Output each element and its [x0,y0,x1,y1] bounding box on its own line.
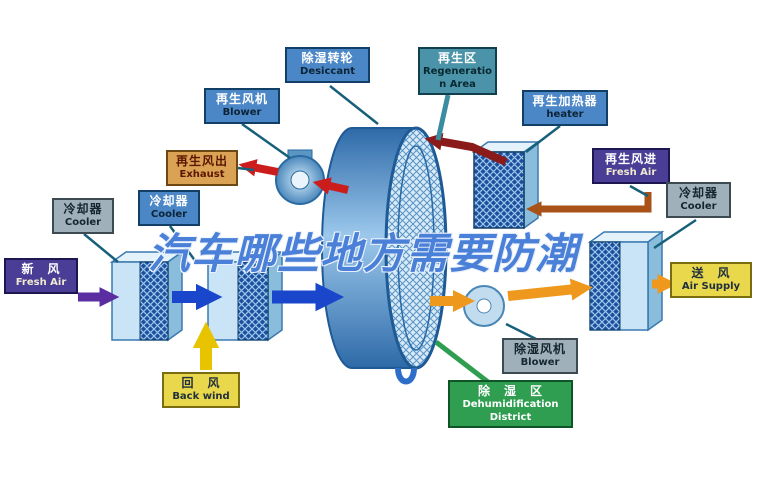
connector-regen-blower [241,122,291,160]
connector-cooler-mid [168,225,198,263]
connector-cooler-left [83,233,119,263]
u-pipe-icon [395,367,417,385]
arrow-regen-intake [526,192,652,217]
connector-heater [525,125,561,153]
label-regen-exhaust-en: Exhaust [179,169,225,180]
air-handler-box-left-1 [109,250,185,342]
label-fresh-air-in-en: Fresh Air [15,277,67,288]
label-desiccant-wheel-zh: 除湿转轮 [301,51,354,65]
label-regen-blower-zh: 再生风机 [215,92,268,106]
dehumid-blower-fan-icon [463,285,505,327]
connector-regeneration [435,94,451,141]
arrow-heater-to-wheel [424,133,508,166]
label-cooler-left: 冷却器 Cooler [52,198,114,234]
label-back-wind: 回 风 Back wind [162,372,240,408]
label-dehumid-blower-en: Blower [520,357,560,368]
arrow-regen-to-blower [312,177,349,195]
air-handler-box-right [587,230,665,332]
label-regen-fresh-air-en: Fresh Air [605,167,657,178]
regen-blower-fan-icon [275,149,325,205]
label-air-supply: 送 风 Air Supply [670,262,752,298]
label-regen-heater: 再生加热器 heater [522,90,608,126]
label-back-wind-zh: 回 风 [181,376,221,390]
arrow-dry-air-2 [507,278,593,301]
label-regen-blower-en: Blower [222,107,262,118]
label-dehumid-district-zh: 除 湿 区 [477,384,543,398]
label-cooler-mid-zh: 冷却器 [149,194,189,208]
label-regen-fresh-air: 再生风进 Fresh Air [592,148,670,184]
label-dehumid-blower: 除湿风机 Blower [502,338,578,374]
label-desiccant-wheel-en: Desiccant [300,66,355,77]
label-dehumid-district: 除 湿 区 Dehumidification District [448,380,573,428]
label-cooler-right: 冷却器 Cooler [666,182,731,218]
label-fresh-air-in-zh: 新 风 [21,262,61,276]
label-fresh-air-in: 新 风 Fresh Air [4,258,78,294]
label-regeneration-area-en: Regeneration Area [422,66,493,90]
connector-dehumid-district [434,340,490,384]
label-regen-fresh-air-zh: 再生风进 [604,152,657,166]
watermark-text: 汽车哪些地方需要防潮 [148,229,579,278]
connector-exhaust [237,166,255,172]
label-air-supply-zh: 送 风 [691,266,731,280]
label-dehumid-blower-zh: 除湿风机 [513,342,566,356]
label-dehumid-district-en: Dehumidification District [462,399,559,423]
label-cooler-mid-en: Cooler [150,209,188,220]
label-air-supply-en: Air Supply [681,281,741,292]
label-regen-exhaust: 再生风出 Exhaust [166,150,238,186]
label-regeneration-area-zh: 再生区 [437,51,477,65]
connector-dehumid-blower [505,322,539,342]
label-regen-blower: 再生风机 Blower [204,88,280,124]
desiccant-wheel-graphic [321,126,448,370]
label-back-wind-en: Back wind [172,391,230,402]
label-regen-heater-en: heater [546,109,584,120]
label-cooler-left-zh: 冷却器 [63,202,103,216]
label-regeneration-area: 再生区 Regeneration Area [418,47,497,95]
connector-regen-fresh-air [629,184,649,198]
label-desiccant-wheel: 除湿转轮 Desiccant [285,47,370,83]
label-cooler-left-en: Cooler [64,217,102,228]
label-regen-heater-zh: 再生加热器 [532,94,598,108]
connector-cooler-right [653,218,697,250]
label-cooler-mid: 冷却器 Cooler [138,190,200,226]
label-regen-exhaust-zh: 再生风出 [175,154,228,168]
label-cooler-right-zh: 冷却器 [678,186,718,200]
connector-desiccant [329,85,379,125]
label-cooler-right-en: Cooler [680,201,717,212]
arrow-blower-to-exhaust [238,159,279,177]
